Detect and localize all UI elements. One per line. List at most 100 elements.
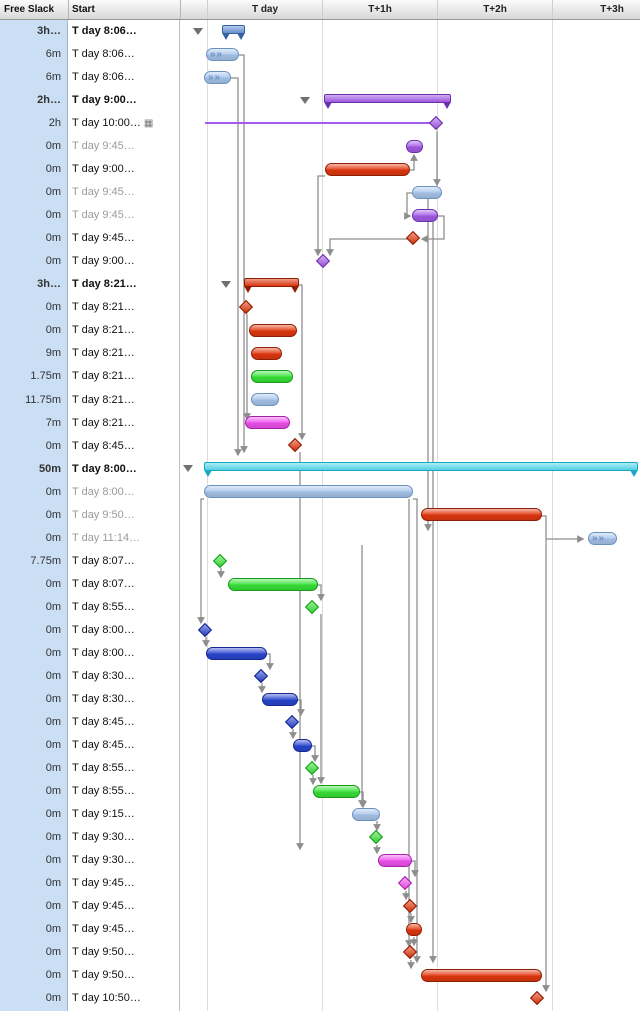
task-bar[interactable] xyxy=(249,324,297,338)
free-slack-cell[interactable]: 0m xyxy=(45,762,61,774)
start-cell[interactable]: T day 9:45… xyxy=(68,227,179,250)
start-cell[interactable]: T day 8:00… xyxy=(68,642,179,665)
start-cell[interactable]: T day 9:50… xyxy=(68,941,179,964)
start-cell[interactable]: T day 9:45… xyxy=(68,135,179,158)
free-slack-cell[interactable]: 0m xyxy=(45,808,61,821)
start-cell[interactable]: T day 8:45… xyxy=(68,435,179,458)
free-slack-cell[interactable]: 50m xyxy=(38,462,61,475)
start-cell[interactable]: T day 8:21… xyxy=(68,342,179,365)
free-slack-cell[interactable]: 0m xyxy=(45,531,61,544)
summary-bar[interactable] xyxy=(244,278,299,294)
task-bar[interactable] xyxy=(378,854,412,868)
start-cell[interactable]: T day 9:00… xyxy=(68,250,179,273)
task-bar[interactable] xyxy=(352,808,380,822)
start-cell[interactable]: T day 10:00…▦ xyxy=(68,112,179,135)
free-slack-cell[interactable]: 2h xyxy=(48,117,61,130)
start-cell[interactable]: T day 8:06… xyxy=(68,20,179,43)
task-bar[interactable] xyxy=(251,393,279,407)
free-slack-cell[interactable]: 0m xyxy=(45,439,61,452)
task-bar[interactable] xyxy=(421,508,542,522)
task-bar[interactable] xyxy=(262,692,298,706)
free-slack-cell[interactable]: 0m xyxy=(45,508,61,521)
task-bar[interactable] xyxy=(412,208,438,222)
free-slack-cell[interactable]: 0m xyxy=(45,877,61,890)
free-slack-cell[interactable]: 0m xyxy=(45,946,61,959)
task-bar[interactable] xyxy=(412,185,442,199)
free-slack-cell[interactable]: 0m xyxy=(45,209,61,222)
free-slack-cell[interactable]: 0m xyxy=(45,738,61,751)
free-slack-cell[interactable]: 0m xyxy=(45,186,61,199)
task-bar[interactable] xyxy=(406,923,422,937)
collapse-triangle[interactable] xyxy=(221,281,231,289)
collapse-triangle[interactable] xyxy=(193,27,203,35)
start-cell[interactable]: T day 9:45… xyxy=(68,181,179,204)
start-cell[interactable]: T day 9:00… xyxy=(68,89,179,112)
start-cell[interactable]: T day 8:00… xyxy=(68,458,179,481)
start-cell[interactable]: T day 8:45… xyxy=(68,734,179,757)
free-slack-cell[interactable]: 2h… xyxy=(37,94,61,107)
free-slack-cell[interactable]: 0m xyxy=(45,600,61,613)
free-slack-cell[interactable]: 0m xyxy=(45,969,61,982)
free-slack-cell[interactable]: 0m xyxy=(45,923,61,936)
free-slack-cell[interactable]: 0m xyxy=(45,692,61,705)
summary-bar[interactable] xyxy=(324,93,451,109)
task-bar[interactable] xyxy=(406,139,423,153)
free-slack-cell[interactable]: 0m xyxy=(45,785,61,798)
start-cell[interactable]: T day 9:50… xyxy=(68,964,179,987)
task-bar[interactable]: »» xyxy=(588,531,617,545)
start-cell[interactable]: T day 8:06… xyxy=(68,66,179,89)
free-slack-cell[interactable]: 7m xyxy=(45,416,61,429)
free-slack-cell[interactable]: 11.75m xyxy=(25,393,61,406)
start-cell[interactable]: T day 8:06… xyxy=(68,43,179,66)
column-header-free-slack[interactable]: Free Slack xyxy=(4,4,55,15)
summary-bar[interactable] xyxy=(204,462,638,478)
start-cell[interactable]: T day 9:45… xyxy=(68,895,179,918)
start-cell[interactable]: T day 8:21… xyxy=(68,273,179,296)
start-cell[interactable]: T day 8:07… xyxy=(68,550,179,573)
start-cell[interactable]: T day 8:45… xyxy=(68,711,179,734)
free-slack-cell[interactable]: 0m xyxy=(45,301,61,314)
start-cell[interactable]: T day 8:21… xyxy=(68,365,179,388)
collapse-triangle[interactable] xyxy=(300,96,310,104)
start-cell[interactable]: T day 8:21… xyxy=(68,389,179,412)
free-slack-cell[interactable]: 0m xyxy=(45,623,61,636)
start-cell[interactable]: T day 8:55… xyxy=(68,596,179,619)
free-slack-cell[interactable]: 3h… xyxy=(37,278,61,291)
free-slack-cell[interactable]: 0m xyxy=(45,646,61,659)
start-cell[interactable]: T day 9:30… xyxy=(68,849,179,872)
free-slack-cell[interactable]: 6m xyxy=(45,71,61,84)
start-cell[interactable]: T day 8:21… xyxy=(68,319,179,342)
start-cell[interactable]: T day 8:00… xyxy=(68,481,179,504)
free-slack-cell[interactable]: 0m xyxy=(45,715,61,728)
free-slack-cell[interactable]: 1.75m xyxy=(30,370,61,383)
free-slack-cell[interactable]: 0m xyxy=(45,900,61,913)
free-slack-cell[interactable]: 0m xyxy=(45,577,61,590)
start-cell[interactable]: T day 9:00… xyxy=(68,158,179,181)
free-slack-cell[interactable]: 0m xyxy=(45,854,61,867)
start-cell[interactable]: T day 10:50… xyxy=(68,987,179,1010)
free-slack-cell[interactable]: 0m xyxy=(45,232,61,245)
free-slack-cell[interactable]: 0m xyxy=(45,255,61,268)
start-cell[interactable]: T day 8:30… xyxy=(68,688,179,711)
task-bar[interactable] xyxy=(313,785,360,799)
start-cell[interactable]: T day 8:00… xyxy=(68,619,179,642)
task-bar[interactable] xyxy=(206,646,267,660)
free-slack-cell[interactable]: 0m xyxy=(45,485,61,498)
start-cell[interactable]: T day 8:30… xyxy=(68,665,179,688)
free-slack-cell[interactable]: 0m xyxy=(45,669,61,682)
free-slack-cell[interactable]: 6m xyxy=(45,48,61,61)
free-slack-cell[interactable]: 7.75m xyxy=(30,554,61,567)
task-bar[interactable] xyxy=(421,969,542,983)
start-cell[interactable]: T day 9:50… xyxy=(68,504,179,527)
task-bar[interactable] xyxy=(228,577,318,591)
start-cell[interactable]: T day 8:55… xyxy=(68,757,179,780)
start-cell[interactable]: T day 8:07… xyxy=(68,573,179,596)
start-cell[interactable]: T day 8:55… xyxy=(68,780,179,803)
free-slack-cell[interactable]: 0m xyxy=(45,831,61,844)
start-cell[interactable]: T day 9:45… xyxy=(68,918,179,941)
start-cell[interactable]: T day 8:21… xyxy=(68,296,179,319)
task-bar[interactable] xyxy=(325,162,410,176)
start-cell[interactable]: T day 8:21… xyxy=(68,412,179,435)
task-bar[interactable] xyxy=(251,347,282,361)
free-slack-cell[interactable]: 0m xyxy=(45,992,61,1005)
